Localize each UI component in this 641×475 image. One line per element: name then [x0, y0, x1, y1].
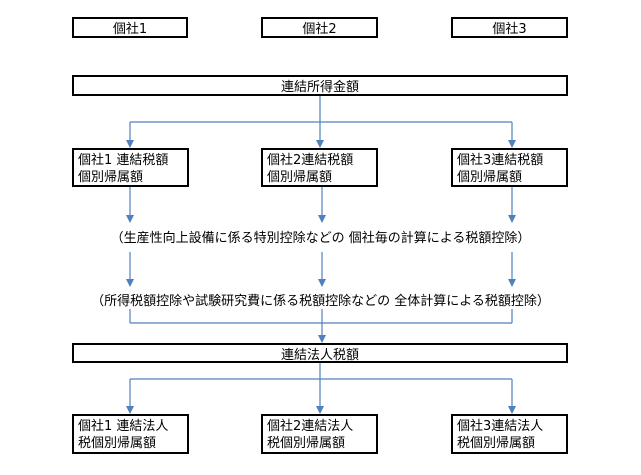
consolidated-income-label: 連結所得金額 [280, 80, 359, 95]
entity-box-3: 個社3 [451, 17, 568, 38]
tax-allocation-line1: 個社1 連結税額 [78, 153, 169, 168]
final-allocation-box-2: 個社2連結法人 税個別帰属額 [261, 414, 378, 454]
final-allocation-line1: 個社2連結法人 [267, 419, 354, 434]
tax-allocation-box-3: 個社3連結税額 個別帰属額 [451, 148, 568, 187]
entity-box-2: 個社2 [261, 17, 378, 38]
final-allocation-box-1: 個社1 連結法人 税個別帰属額 [72, 414, 189, 454]
final-allocation-line1: 個社1 連結法人 [78, 419, 169, 434]
tax-allocation-line2: 個別帰属額 [267, 170, 333, 185]
tax-allocation-line2: 個別帰属額 [457, 170, 523, 185]
final-allocation-line2: 税個別帰属額 [78, 436, 157, 451]
tax-allocation-line1: 個社3連結税額 [457, 153, 544, 168]
final-allocation-line2: 税個別帰属額 [267, 436, 346, 451]
consolidated-income-box: 連結所得金額 [72, 75, 568, 96]
final-allocation-box-3: 個社3連結法人 税個別帰属額 [451, 414, 568, 454]
entity-box-1: 個社1 [72, 17, 188, 38]
tax-allocation-box-1: 個社1 連結税額 個別帰属額 [72, 148, 189, 187]
final-allocation-line1: 個社3連結法人 [457, 419, 544, 434]
entity-label: 個社1 [112, 22, 148, 37]
consolidated-tax-box: 連結法人税額 [72, 343, 568, 363]
final-allocation-line2: 税個別帰属額 [457, 436, 536, 451]
tax-allocation-line1: 個社2連結税額 [267, 153, 354, 168]
consolidated-tax-label: 連結法人税額 [280, 347, 359, 363]
entity-label: 個社3 [492, 22, 527, 37]
individual-credit-note: （生産性向上設備に係る特別控除などの 個社毎の計算による税額控除） [0, 227, 641, 246]
tax-allocation-line2: 個別帰属額 [78, 170, 144, 185]
tax-allocation-box-2: 個社2連結税額 個別帰属額 [261, 148, 378, 187]
entity-label: 個社2 [302, 22, 337, 37]
total-credit-note: （所得税額控除や試験研究費に係る税額控除などの 全体計算による税額控除） [0, 290, 641, 309]
